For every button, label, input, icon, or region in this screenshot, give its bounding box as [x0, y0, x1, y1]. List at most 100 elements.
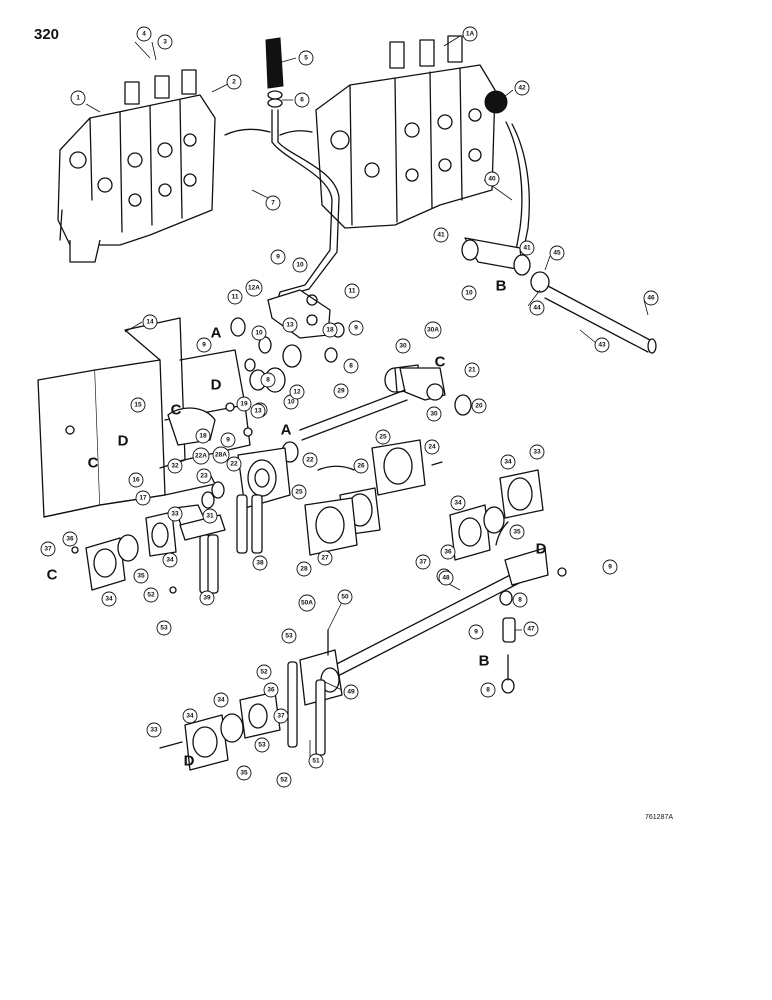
callout-circle — [484, 171, 500, 187]
callout-8: 8 — [480, 682, 496, 698]
callout-8: 8 — [512, 592, 528, 608]
callout-label: 33 — [150, 727, 158, 734]
callout-label: 39 — [203, 595, 211, 602]
callout-14: 14 — [142, 314, 158, 330]
callout-label: 29 — [337, 388, 345, 395]
section-letter-a: A — [281, 422, 292, 439]
callout-34: 34 — [450, 495, 466, 511]
callout-7: 7 — [265, 195, 281, 211]
callout-26: 26 — [353, 458, 369, 474]
callout-28: 28 — [296, 561, 312, 577]
callout-33: 33 — [167, 506, 183, 522]
callout-label: 10 — [296, 262, 304, 269]
callout-1: 1 — [70, 90, 86, 106]
callout-label: 45 — [553, 250, 561, 257]
callout-53: 53 — [156, 620, 172, 636]
callout-circle — [602, 559, 618, 575]
callout-label: 6 — [300, 97, 304, 104]
leader-line — [443, 35, 461, 47]
callout-label: 53 — [160, 625, 168, 632]
callout-42: 42 — [514, 80, 530, 96]
clevis-parts — [499, 590, 516, 694]
leader-line — [324, 681, 343, 691]
callout-6: 6 — [294, 92, 310, 108]
link-plates — [174, 494, 263, 594]
callout-50: 50 — [337, 589, 353, 605]
section-letter-b: B — [479, 653, 490, 670]
leader-line — [134, 41, 151, 59]
callout-51: 51 — [308, 753, 324, 769]
callout-label: 4 — [142, 31, 146, 38]
callout-9: 9 — [348, 320, 364, 336]
callout-circle — [343, 358, 359, 374]
callout-circle — [199, 590, 215, 606]
callout-circle — [375, 429, 391, 445]
callout-3: 3 — [157, 34, 173, 50]
lower-flange-set — [159, 691, 281, 771]
callout-36: 36 — [263, 682, 279, 698]
callout-2: 2 — [226, 74, 242, 90]
leader-line — [579, 329, 597, 344]
callout-label: 28 — [300, 566, 308, 573]
callout-circle — [294, 92, 310, 108]
callout-label: 50A — [301, 600, 313, 607]
callout-label: 8 — [518, 597, 522, 604]
callout-circle — [236, 765, 252, 781]
callout-circle — [212, 446, 230, 464]
callout-34: 34 — [182, 708, 198, 724]
callout-22a: 22A — [192, 447, 210, 465]
callout-circle — [202, 508, 218, 524]
callout-label: 11 — [232, 294, 239, 301]
leader-line — [643, 299, 649, 316]
callout-10: 10 — [292, 257, 308, 273]
callout-circle — [236, 396, 252, 412]
callout-circle — [220, 432, 236, 448]
callout-label: 33 — [533, 449, 541, 456]
callout-label: 47 — [527, 626, 535, 633]
callout-27: 27 — [317, 550, 333, 566]
callout-circle — [291, 484, 307, 500]
callout-48: 48 — [438, 570, 454, 586]
callout-10: 10 — [251, 325, 267, 341]
callout-10: 10 — [461, 285, 477, 301]
callout-label: 12 — [293, 389, 301, 396]
page-number: 320 — [34, 26, 60, 43]
callout-label: 34 — [504, 459, 512, 466]
callout-circle — [167, 506, 183, 522]
callout-label: 50 — [341, 594, 349, 601]
callout-label: 9 — [226, 437, 230, 444]
callout-circle — [344, 283, 360, 299]
callout-label: 53 — [258, 742, 266, 749]
callout-12a: 12A — [245, 279, 263, 297]
callout-9: 9 — [196, 337, 212, 353]
callout-38: 38 — [252, 555, 268, 571]
callout-circle — [500, 454, 516, 470]
callout-circle — [461, 285, 477, 301]
callout-34: 34 — [101, 591, 117, 607]
callout-circle — [195, 428, 211, 444]
callout-circle — [514, 80, 530, 96]
callout-5: 5 — [298, 50, 314, 66]
callout-label: 1 — [76, 95, 80, 102]
leader-line — [527, 289, 541, 307]
callout-label: 36 — [444, 549, 452, 556]
leader-line — [151, 41, 157, 61]
callout-label: 30A — [427, 327, 439, 334]
callout-circle — [70, 90, 86, 106]
callout-46: 46 — [643, 290, 659, 306]
callout-label: 18 — [199, 433, 207, 440]
callout-circle — [337, 589, 353, 605]
callout-label: 35 — [240, 770, 248, 777]
callout-30: 30 — [395, 338, 411, 354]
section-letter-b: B — [496, 278, 507, 295]
callout-circle — [142, 314, 158, 330]
callout-circle — [227, 289, 243, 305]
callout-label: 22 — [230, 461, 238, 468]
callout-44: 44 — [529, 300, 545, 316]
callout-label: 42 — [518, 85, 526, 92]
callout-circle — [480, 682, 496, 698]
callout-circle — [273, 708, 289, 724]
callout-label: 16 — [132, 477, 140, 484]
